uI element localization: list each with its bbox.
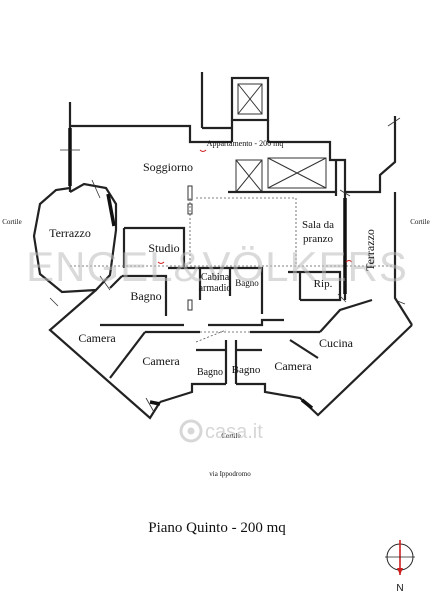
room-label-cabina: Cabina — [201, 272, 230, 283]
label-cortile-bottom: Cortile — [221, 432, 240, 440]
north-arrow-icon: N — [385, 540, 415, 594]
room-label-rip: Rip. — [314, 278, 333, 290]
label-street: via Ippodromo — [209, 470, 251, 478]
room-label-bagno-3: Bagno — [232, 364, 261, 376]
casa-logo: casa.it — [179, 419, 263, 443]
room-label-terrazzo-left: Terrazzo — [49, 226, 91, 240]
room-label-camera-2: Camera — [142, 354, 180, 368]
room-label-soggiorno: Soggiorno — [143, 160, 193, 174]
windows — [68, 128, 347, 410]
dashed-lines — [70, 197, 392, 343]
label-appartamento: Appartamento - 200 mq — [207, 139, 284, 148]
label-cortile-right: Cortile — [410, 218, 429, 226]
room-label-bagno-1: Bagno — [130, 289, 161, 303]
room-label-pranzo: pranzo — [303, 233, 333, 245]
room-label-camera-3: Camera — [274, 359, 312, 373]
room-label-cucina: Cucina — [319, 336, 354, 350]
tick-marks — [49, 117, 406, 413]
room-label-bagno-2: Bagno — [197, 367, 223, 378]
casa-logo-text: casa.it — [205, 421, 263, 443]
stair-core — [200, 72, 270, 142]
room-label-camera-1: Camera — [78, 331, 116, 345]
room-label-sala: Sala da — [302, 219, 334, 231]
door-marks — [157, 149, 353, 264]
label-cortile-left: Cortile — [2, 218, 21, 226]
brand-watermark: ENGEL&VÖLKERS — [26, 243, 408, 290]
room-label-bagno-small: Bagno — [235, 278, 259, 288]
room-label-studio: Studio — [148, 241, 179, 255]
north-label: N — [396, 583, 403, 594]
room-label-armadio: armadio — [199, 283, 232, 294]
interior-walls — [100, 157, 373, 384]
room-label-terrazzo-right: Terrazzo — [363, 229, 377, 271]
plan-title: Piano Quinto - 200 mq — [148, 520, 286, 536]
